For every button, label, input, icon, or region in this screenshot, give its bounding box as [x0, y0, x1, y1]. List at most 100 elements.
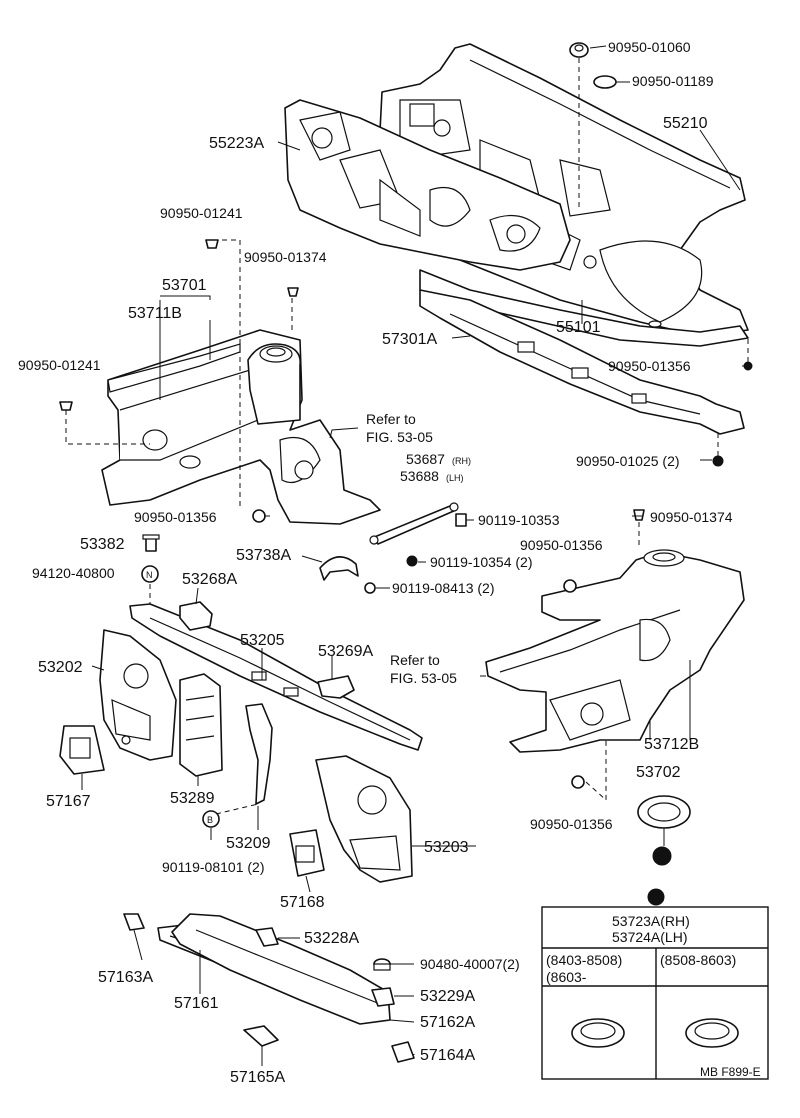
label-55101: 55101 [556, 319, 601, 336]
brace-57163A [123, 913, 145, 931]
label-ref-code: MB F899-E [700, 1065, 761, 1079]
label-57161: 57161 [174, 995, 219, 1012]
insulator-55223A [284, 99, 571, 271]
label-90950-01374-a: 90950-01374 [244, 249, 327, 265]
clip-90950-01356-l [252, 509, 266, 523]
label-94120-40800: 94120-40800 [32, 565, 115, 581]
label-53268A: 53268A [182, 571, 237, 588]
table-col1: (8403-8508) [546, 952, 622, 968]
label-53688-lh: (LH) [446, 473, 464, 483]
label-57301A: 57301A [382, 331, 437, 348]
label-90119-08413: 90119-08413 (2) [392, 580, 494, 596]
clip-90950-01241-left [59, 401, 73, 411]
bolt-marker-B: B [202, 810, 220, 828]
table-title-lh: 53724A(LH) [612, 929, 688, 945]
bolt-90119-10353 [455, 513, 467, 527]
label-53203: 53203 [424, 839, 469, 856]
label-90950-01241-top: 90950-01241 [160, 205, 243, 221]
label-53701: 53701 [162, 277, 207, 294]
radiator-support-upper-53205 [129, 603, 423, 751]
label-90950-01356-l: 90950-01356 [134, 509, 217, 525]
seal-table-text: 53723A(RH) 53724A(LH) (8403-8508) (8603-… [546, 913, 736, 985]
label-53289: 53289 [170, 790, 215, 807]
label-refer2-b: FIG. 53-05 [390, 670, 457, 686]
label-90480-40007: 90480-40007(2) [420, 956, 520, 972]
label-90950-01374-b: 90950-01374 [650, 509, 733, 525]
marker-b-label: B [207, 815, 213, 825]
bracket-57165A [243, 1025, 279, 1047]
label-53687: 53687 [406, 451, 445, 467]
label-90119-10354: 90119-10354 (2) [430, 554, 532, 570]
clip-90950-01356-b [571, 775, 585, 789]
label-refer1-a: Refer to [366, 411, 416, 427]
table-col2: (8508-8603) [660, 952, 736, 968]
side-panel-53203 [315, 755, 413, 883]
label-57163A: 57163A [98, 969, 153, 986]
label-53205: 53205 [240, 632, 285, 649]
label-53229A: 53229A [420, 988, 475, 1005]
label-90950-01025: 90950-01025 (2) [576, 453, 680, 469]
label-53711B: 53711B [128, 305, 182, 322]
seal-ring-53723A [637, 795, 691, 829]
bracket-53269A [317, 675, 355, 699]
label-57162A: 57162A [420, 1014, 475, 1031]
clip-90950-01374-b [633, 509, 645, 521]
label-refer1-b: FIG. 53-05 [366, 429, 433, 445]
label-53738A: 53738A [236, 547, 291, 564]
label-53712B: 53712B [644, 736, 699, 753]
bracket-57168 [289, 829, 325, 877]
bolt-90119-08413 [364, 582, 376, 594]
label-55210: 55210 [663, 115, 708, 132]
label-53688: 53688 [400, 468, 439, 484]
label-90950-01189: 90950-01189 [632, 73, 714, 89]
bracket-53738A [319, 556, 359, 581]
nut-marker-N: N [141, 565, 159, 583]
label-57167: 57167 [46, 793, 91, 810]
bracket-57164A [391, 1041, 415, 1063]
label-90950-01356-b: 90950-01356 [530, 816, 613, 832]
bracket-53209 [245, 703, 273, 805]
label-90950-01356-r: 90950-01356 [608, 358, 691, 374]
label-53202: 53202 [38, 659, 83, 676]
label-57165A: 57165A [230, 1069, 285, 1086]
bolt-53382 [142, 534, 160, 552]
label-53687-rh: (RH) [452, 456, 471, 466]
bracket-57167 [59, 725, 105, 775]
bolt-90119-10354 [406, 555, 418, 567]
clip-90950-01241-top [205, 239, 219, 249]
guide-53289 [179, 673, 223, 777]
label-55223A: 55223A [209, 135, 264, 152]
side-panel-53202 [99, 629, 177, 761]
label-53382: 53382 [80, 536, 125, 553]
clip-90950-01374-a [287, 287, 299, 297]
bracket-53268A [179, 601, 213, 631]
apron-53702 [485, 549, 745, 753]
label-90119-08101: 90119-08101 (2) [162, 859, 264, 875]
table-title-rh: 53723A(RH) [612, 913, 690, 929]
label-90950-01241-left: 90950-01241 [18, 357, 101, 373]
seal-table [541, 906, 769, 1080]
apron-53701 [101, 329, 381, 525]
reinforcement-57162A [171, 913, 391, 1025]
grommet-90480-40007 [373, 958, 391, 971]
grommet-90950-01060 [569, 42, 589, 58]
plug-90950-01189 [593, 75, 617, 89]
part-labels: 90950-01060 90950-01189 55210 55223A 909… [18, 39, 761, 1086]
table-col1-b: (8603- [546, 969, 587, 985]
label-53228A: 53228A [304, 930, 359, 947]
label-53269A: 53269A [318, 643, 373, 660]
rod-53687 [369, 502, 459, 545]
cowl-brace-57301A [419, 289, 745, 435]
label-57168: 57168 [280, 894, 325, 911]
label-57164A: 57164A [420, 1047, 475, 1064]
leader-lines [81, 45, 745, 1066]
label-53209: 53209 [226, 835, 271, 852]
label-90119-10353: 90119-10353 [478, 512, 560, 528]
clip-90950-01356-m [563, 579, 577, 593]
marker-n-label: N [146, 570, 153, 580]
label-53702: 53702 [636, 764, 681, 781]
label-refer2-a: Refer to [390, 652, 440, 668]
label-90950-01060: 90950-01060 [608, 39, 691, 55]
bracket-53229A [371, 987, 395, 1007]
